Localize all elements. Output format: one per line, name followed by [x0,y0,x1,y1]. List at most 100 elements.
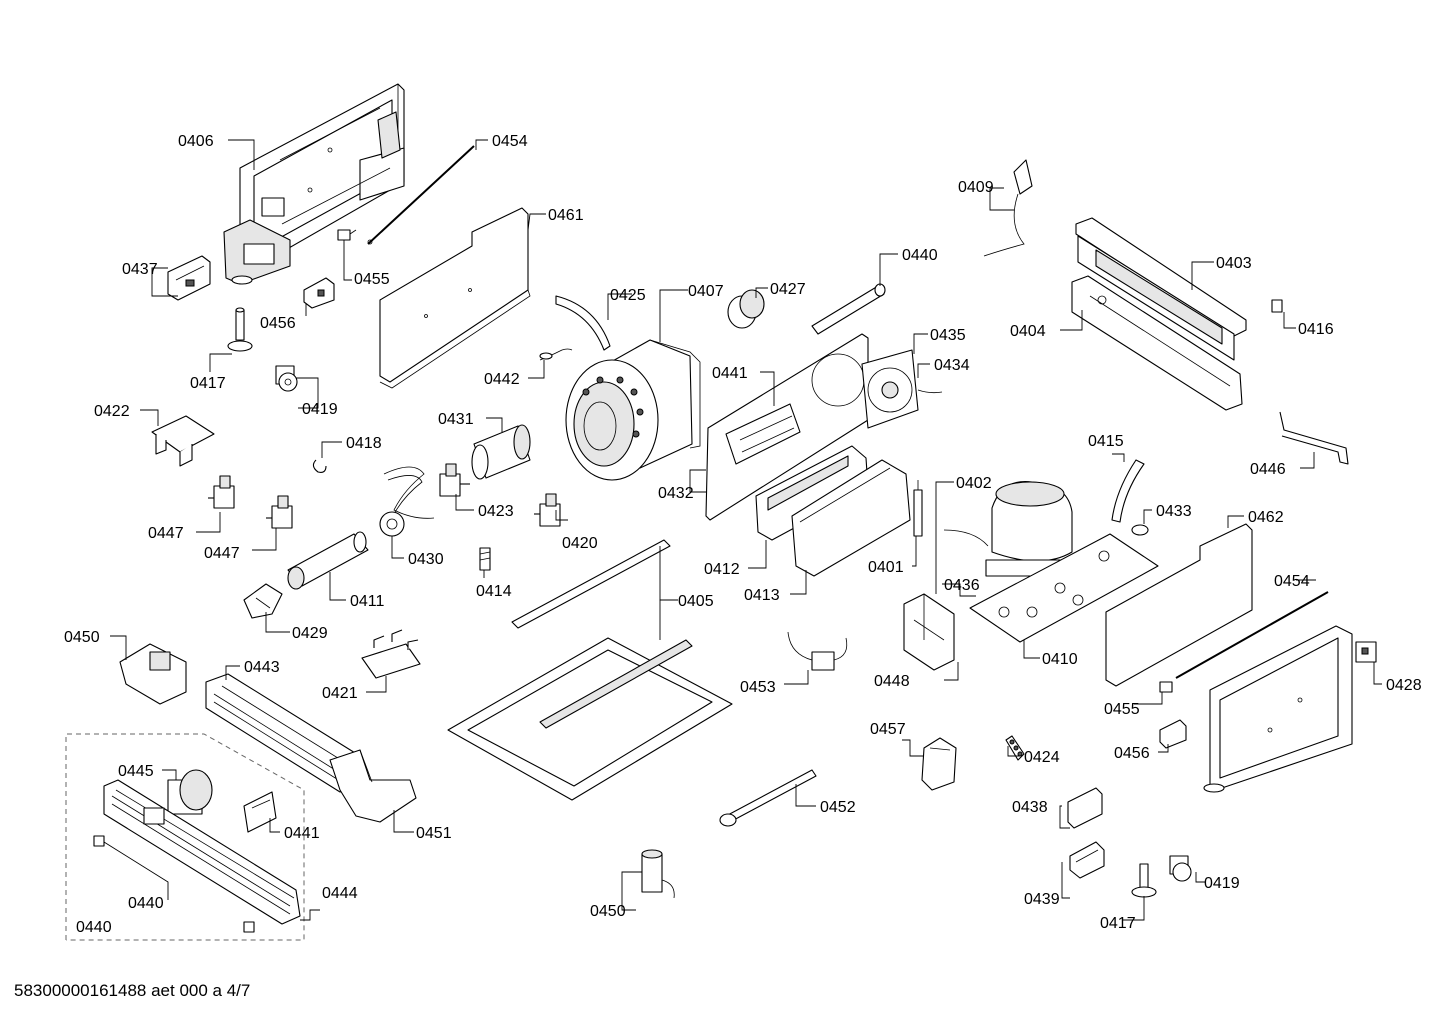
part-0401-drier [913,480,923,537]
label-0416: 0416 [1298,321,1334,338]
part-0456-clip-top [303,277,335,309]
label-0455-right: 0455 [1104,701,1140,718]
label-0417-right: 0417 [1100,915,1136,932]
part-0433-grommet [1131,524,1149,536]
part-0447-valve-a [208,475,235,509]
drawing-id-footer: 58300000161488 aet 000 a 4/7 [14,981,251,1000]
part-0428-bracket [1355,641,1377,663]
label-0424: 0424 [1024,749,1060,766]
label-0435: 0435 [930,327,966,344]
part-0429-knob [243,583,283,619]
label-0425: 0425 [610,287,646,304]
label-0427: 0427 [770,281,806,298]
part-0420-valve [534,493,561,527]
label-0434: 0434 [934,357,970,374]
label-0406: 0406 [178,133,214,150]
label-0454-right: 0454 [1274,573,1310,590]
part-labels: 0406 0454 0461 0437 0455 0456 0417 0419 … [64,133,1422,936]
label-0450-bottom: 0450 [590,903,626,920]
label-0410: 0410 [1042,651,1078,668]
part-0422-bracket [151,415,215,467]
part-0406-frame [223,83,405,285]
part-group-boundary [65,733,305,941]
part-0439-bracket [1069,841,1105,879]
label-0453: 0453 [740,679,776,696]
label-0438: 0438 [1012,799,1048,816]
part-0457-housing [921,737,957,791]
leader-lines [103,139,1382,921]
part-0454-rod-top [367,145,475,245]
label-0441-top: 0441 [712,365,748,382]
label-0440-mid: 0440 [128,895,164,912]
part-frame-right [1203,625,1353,793]
label-0432: 0432 [658,485,694,502]
part-0430-harness-coil [379,466,435,537]
label-0421: 0421 [322,685,358,702]
part-0455-connector-right [1159,681,1173,693]
part-0453-module [787,631,848,671]
part-0442-sensor [539,348,573,361]
part-0412-tray [755,445,869,541]
part-0447-valve-b [266,495,293,529]
label-0461: 0461 [548,207,584,224]
label-0404: 0404 [1010,323,1046,340]
label-0439: 0439 [1024,891,1060,908]
part-0456-clip-right [1159,719,1187,749]
label-0452: 0452 [820,799,856,816]
label-0411: 0411 [350,593,385,610]
part-0424-terminal-strip [1005,735,1025,761]
part-0417-foot-left [227,307,253,352]
label-0407: 0407 [688,283,724,300]
label-0414: 0414 [476,583,512,600]
label-0444: 0444 [322,885,358,902]
label-0409: 0409 [958,179,994,196]
part-0444-grille-panel [103,779,301,925]
label-0437: 0437 [122,261,158,278]
label-0423: 0423 [478,503,514,520]
part-0445-fan [167,769,213,815]
label-0450-top: 0450 [64,629,100,646]
label-0457: 0457 [870,721,906,738]
part-0446-bracket [1279,411,1349,465]
label-0431: 0431 [438,411,474,428]
label-0403: 0403 [1216,255,1252,272]
label-0442: 0442 [484,371,520,388]
part-0416-plug [1271,299,1283,313]
label-0448: 0448 [874,673,910,690]
part-0418-clip [312,459,327,473]
part-0427-cap [727,289,765,329]
part-0441-bracket [243,791,277,833]
part-0402-compressor [943,480,1073,577]
part-0440-pads [93,835,255,933]
label-0440-bottom: 0440 [76,919,112,936]
label-0443: 0443 [244,659,280,676]
label-0419-right: 0419 [1204,875,1240,892]
label-0429: 0429 [292,625,328,642]
part-0407-fan-housing [565,339,701,481]
part-0450-bracket [119,643,187,705]
part-0417-foot-right [1131,863,1157,898]
label-0419-left: 0419 [302,401,338,418]
part-0455-connector-top [337,229,357,241]
part-0419-caster-left [275,365,298,392]
label-0422: 0422 [94,403,130,420]
label-0402: 0402 [956,475,992,492]
part-0450-capacitor [641,849,675,899]
label-0405: 0405 [678,593,714,610]
label-0415: 0415 [1088,433,1124,450]
part-0451-duct [329,749,417,823]
label-0412: 0412 [704,561,740,578]
part-0431-capacitor [471,424,531,480]
label-0454-top: 0454 [492,133,528,150]
label-0447-a: 0447 [148,525,184,542]
label-0433: 0433 [1156,503,1192,520]
part-0404-back-panel-lower [1071,275,1243,411]
part-0405-shelf-frame [447,539,733,801]
part-0403-back-panel [1075,217,1247,361]
label-0451: 0451 [416,825,452,842]
label-0455-top: 0455 [354,271,390,288]
part-0410-base-plate [969,533,1159,643]
label-0418: 0418 [346,435,382,452]
part-0425-bracket [555,295,611,351]
